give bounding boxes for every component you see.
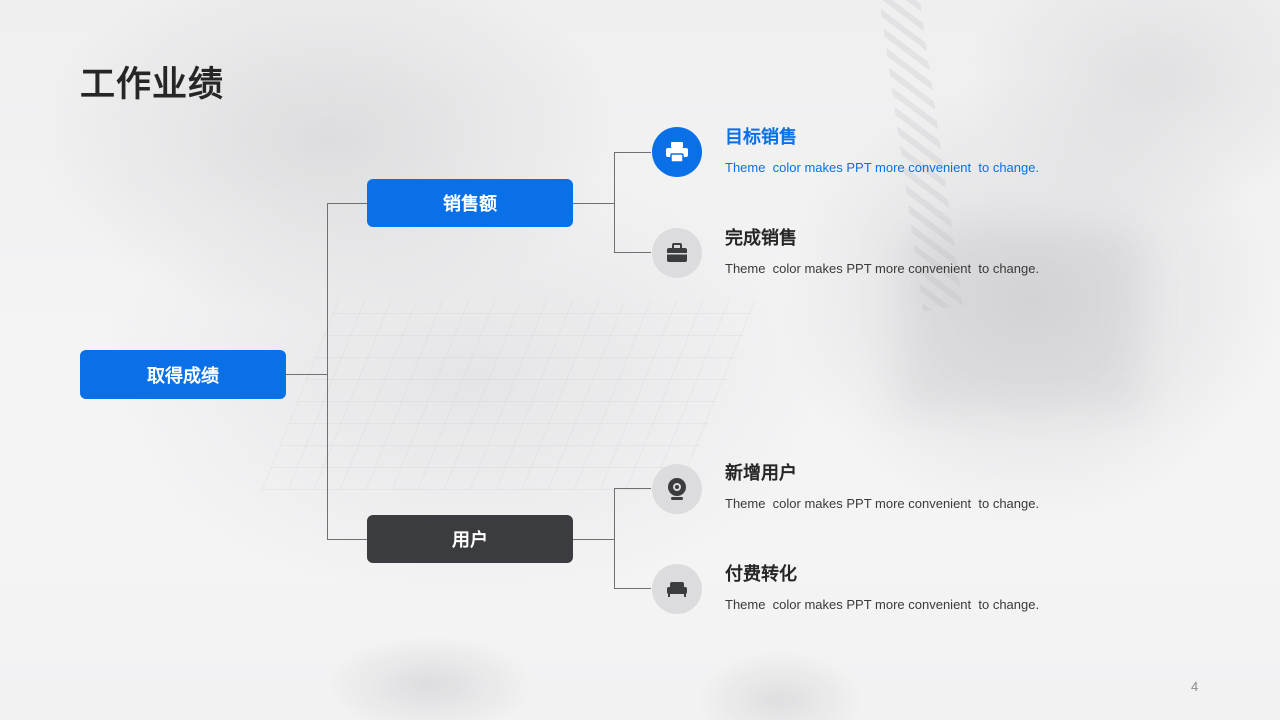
root-node[interactable]: 取得成绩: [80, 350, 286, 399]
connector-trunk: [327, 203, 367, 540]
item-desc-target-sales: Theme color makes PPT more convenient to…: [725, 160, 1040, 175]
item-desc-new-users: Theme color makes PPT more convenient to…: [725, 496, 1040, 511]
sofa-icon: [652, 564, 702, 614]
connector-users-trunk: [614, 488, 651, 589]
item-title-new-users: 新增用户: [725, 463, 797, 484]
branch-node-sales[interactable]: 销售额: [367, 179, 573, 227]
item-title-target-sales: 目标销售: [725, 127, 797, 148]
webcam-icon: [652, 464, 702, 514]
briefcase-icon: [652, 228, 702, 278]
page-title: 工作业绩: [80, 65, 225, 105]
page-number: 4: [1191, 679, 1199, 694]
item-title-completed-sales: 完成销售: [725, 228, 797, 249]
item-desc-paid-conversion: Theme color makes PPT more convenient to…: [725, 597, 1040, 612]
item-desc-completed-sales: Theme color makes PPT more convenient to…: [725, 261, 1040, 276]
background-shape: [900, 230, 1140, 410]
branch-node-users[interactable]: 用户: [367, 515, 573, 563]
printer-icon: [652, 127, 702, 177]
connector-sales-trunk: [614, 152, 651, 253]
item-title-paid-conversion: 付费转化: [725, 564, 797, 585]
